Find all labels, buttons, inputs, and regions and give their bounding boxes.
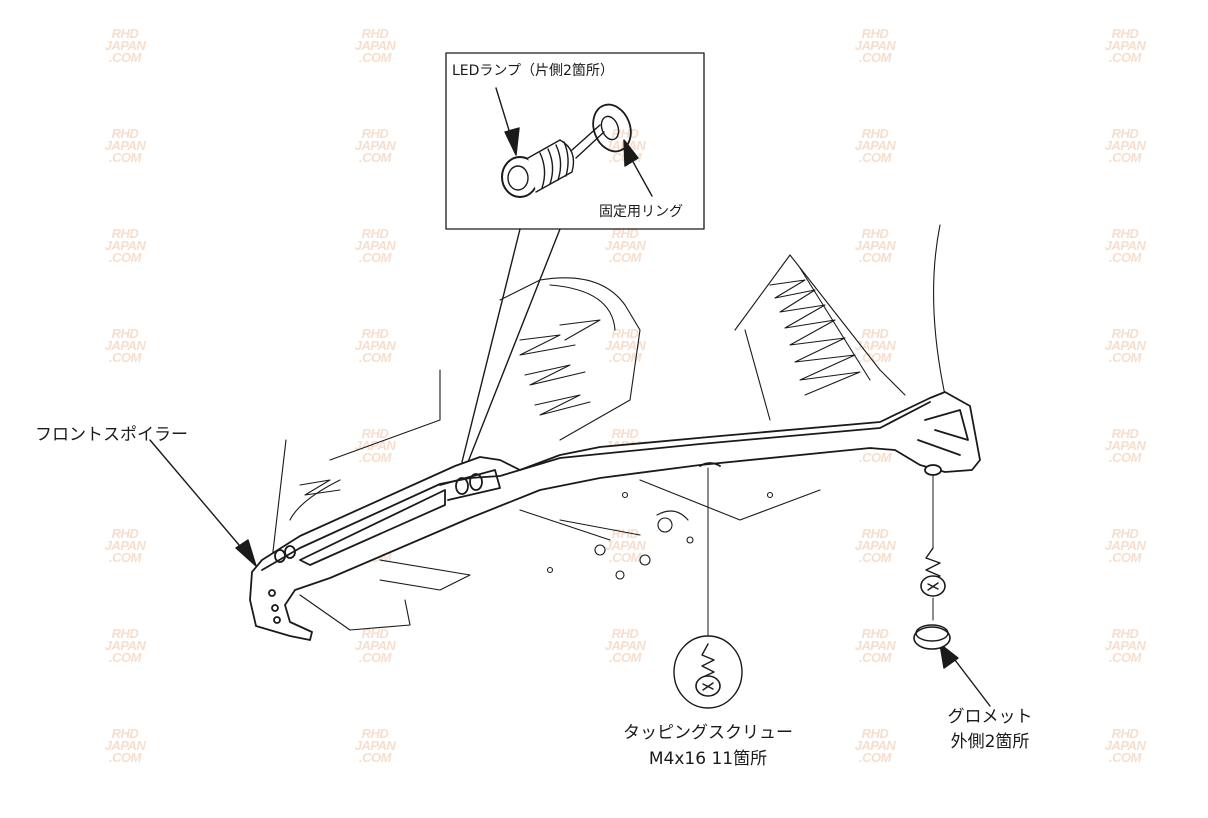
tapping-screw-spec: M4x16 11箇所 (648, 749, 768, 769)
arrow-icon (149, 439, 991, 707)
arrow-icon (495, 87, 653, 197)
fixing-ring-label: 固定用リング (599, 204, 683, 220)
front-spoiler-part (249, 391, 981, 641)
tapping-screw-callout (673, 467, 743, 709)
grommet-screw-stack (913, 475, 951, 650)
grommet-qty: 外側2箇所 (950, 732, 1030, 752)
grommet-name: グロメット (947, 707, 1033, 727)
led-lamp-icon (501, 124, 605, 198)
grommet-label: グロメット 外側2箇所 (930, 705, 1050, 755)
fixing-ring-icon (592, 103, 632, 153)
vehicle-body-lines (271, 224, 946, 631)
front-spoiler-label: フロントスポイラー (35, 425, 188, 445)
tapping-screw-label: タッピングスクリュー M4x16 11箇所 (608, 720, 808, 772)
led-detail-inset (445, 52, 705, 463)
tapping-screw-name: タッピングスクリュー (623, 723, 793, 743)
led-lamp-label: LEDランプ（片側2箇所） (452, 63, 614, 79)
